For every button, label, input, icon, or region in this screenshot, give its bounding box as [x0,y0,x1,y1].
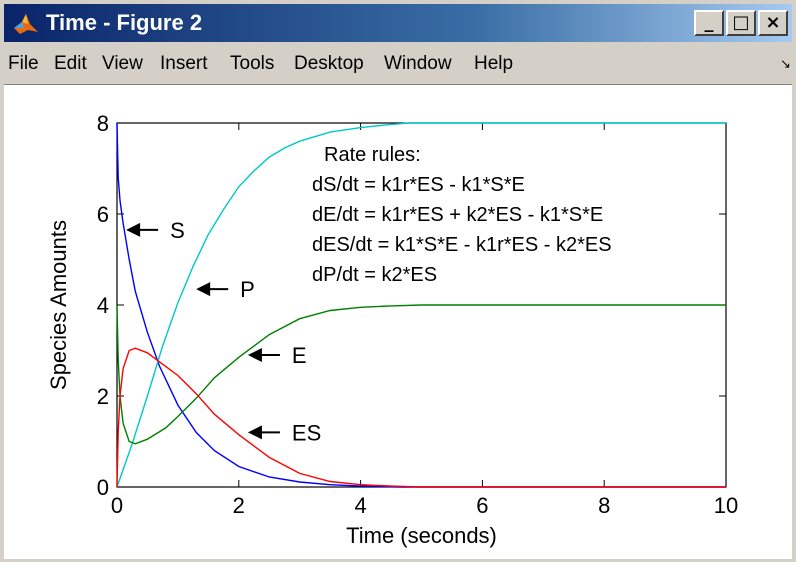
annotation-label: E [292,343,307,368]
y-axis-label: Species Amounts [46,220,71,390]
rate-rules-text: Rate rules: dS/dt = k1r*ES - k1*S*E dE/dt … [312,144,612,286]
menu-help[interactable]: Help [474,53,514,74]
annotation-es: ES [247,420,321,445]
series-line-e [116,304,726,445]
y-tick-label: 8 [97,111,109,136]
y-tick-label: 4 [97,293,109,318]
series-line-p [116,122,726,488]
menu-edit[interactable]: Edit [54,53,87,74]
annotations: S P E ES [126,218,321,445]
y-tick-label: 0 [97,475,109,500]
rate-rule-line: Rate rules: [324,144,421,166]
menu-desktop[interactable]: Desktop [294,53,364,74]
y-tick-label: 2 [97,384,109,409]
arrow-head [247,348,262,363]
title-bar[interactable]: Time - Figure 2 _ □ × [4,4,792,42]
x-tick-label: 0 [111,493,123,518]
annotation-p: P [196,277,255,302]
x-tick-label: 6 [476,493,488,518]
annotation-label: ES [292,420,321,445]
arrow-head [196,282,211,297]
annotation-label: P [240,277,255,302]
x-tick-label: 8 [598,493,610,518]
menu-bar: File Edit View Insert Tools Desktop Wind… [4,46,792,82]
menu-insert[interactable]: Insert [160,53,208,74]
series-line-s [116,122,726,488]
x-tick-label: 2 [233,493,245,518]
close-button[interactable]: × [758,10,788,36]
menu-tools[interactable]: Tools [230,53,275,74]
x-tick-label: 10 [714,493,738,518]
annotation-label: S [170,218,185,243]
menu-file[interactable]: File [8,53,39,74]
figure-canvas: 0 2 4 6 8 10 0 2 4 6 8 S P E ES Rate rules: dS/dt = k1… [4,84,792,559]
matlab-logo-icon [14,14,38,34]
y-tick-label: 6 [97,202,109,227]
dock-arrow-icon[interactable]: ↘ [780,56,791,71]
series-line-es [116,347,726,488]
axis-ticks: 0 2 4 6 8 10 0 2 4 6 8 [97,111,738,518]
x-tick-label: 4 [354,493,366,518]
annotation-s: S [126,218,185,243]
x-axis-label: Time (seconds) [346,523,497,548]
minimize-button[interactable]: _ [694,10,724,36]
maximize-button[interactable]: □ [726,10,756,36]
arrow-head [247,425,262,440]
menu-view[interactable]: View [102,53,143,74]
window-title: Time - Figure 2 [46,10,203,35]
annotation-e: E [247,343,307,368]
arrow-head [126,222,141,237]
plot-area: 0 2 4 6 8 10 0 2 4 6 8 S P E ES Rate rules: dS/dt = k1… [46,111,738,548]
series-lines [116,122,726,488]
rate-rule-line: dES/dt = k1*S*E - k1r*ES - k2*ES [312,234,612,256]
rate-rule-line: dS/dt = k1r*ES - k1*S*E [312,174,525,196]
rate-rule-line: dE/dt = k1r*ES + k2*ES - k1*S*E [312,204,603,226]
menu-window[interactable]: Window [384,53,452,74]
rate-rule-line: dP/dt = k2*ES [312,264,437,286]
